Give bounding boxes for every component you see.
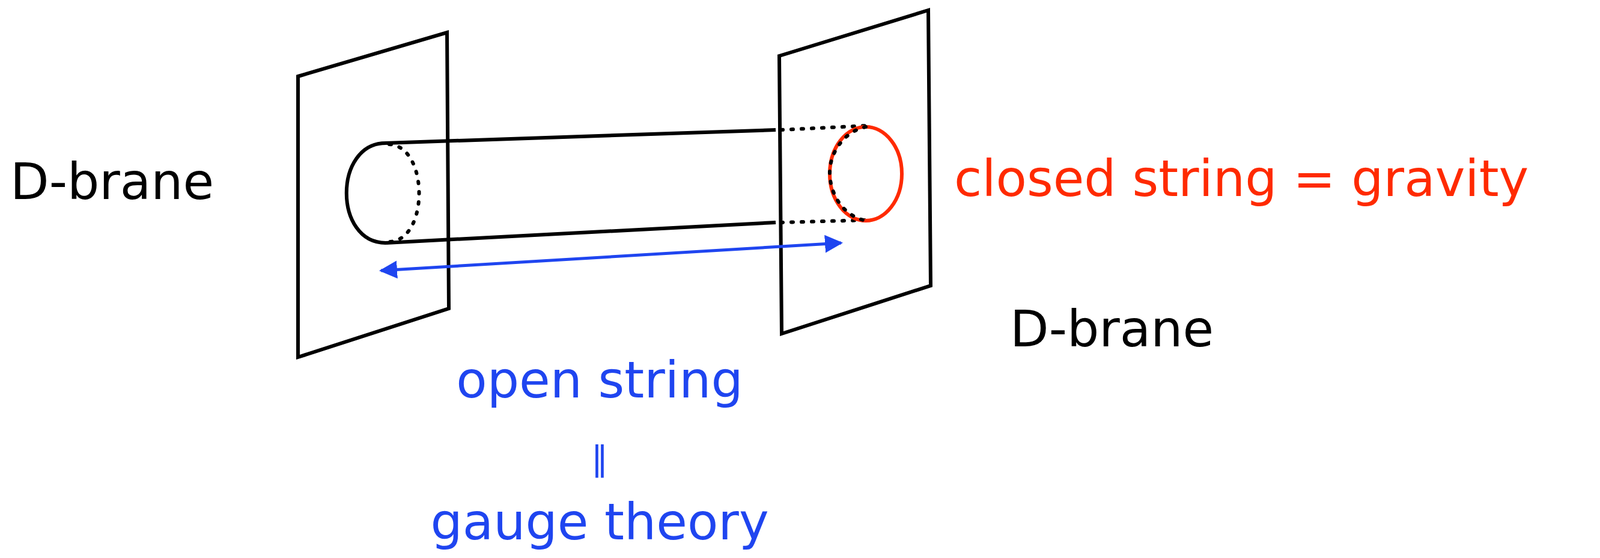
- brane-label: D-brane: [1009, 301, 1214, 357]
- loop-dotted-edge: [829, 126, 866, 221]
- tube-bottom-hidden: [781, 219, 867, 223]
- tube-top-line: [385, 129, 776, 143]
- closed-string-loop: [829, 126, 902, 221]
- gauge-theory-label: gauge theory: [430, 493, 769, 550]
- tube-left-cap-hidden: [389, 144, 420, 242]
- open-string-label: open string: [456, 352, 743, 408]
- equivalence-mark: ‖: [591, 439, 609, 477]
- right-brane-plane: [779, 10, 931, 334]
- tube-left-cap: [346, 142, 386, 243]
- open-string-arrow: [380, 242, 842, 271]
- tube-bottom-line: [385, 222, 776, 243]
- brane-label: D-brane: [10, 153, 214, 210]
- left-brane-plane: [298, 32, 449, 357]
- closed-string-label: closed string = gravity: [954, 150, 1529, 207]
